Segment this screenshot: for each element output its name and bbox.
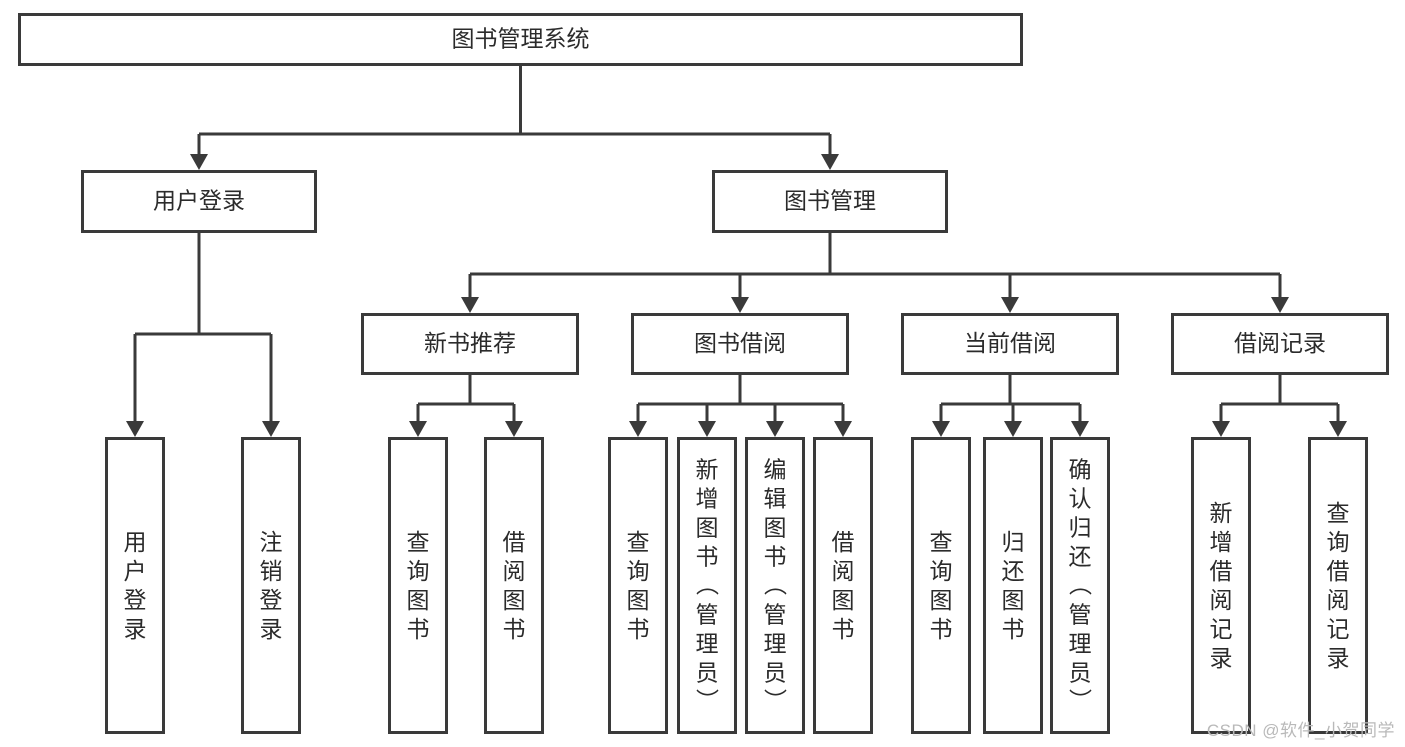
connector-arrow-borrow-query-book-head (629, 421, 647, 437)
node-label-borrow-query-book: 查询图书 (627, 529, 650, 642)
node-box-current-query-book[interactable] (911, 437, 971, 734)
connector-arrow-record-query-head (1329, 421, 1347, 437)
connector-arrow-book-management-head (821, 154, 839, 170)
node-label-record-query: 查询借阅记录 (1327, 500, 1350, 671)
node-borrow-edit-book[interactable]: 编辑图书（管理员） (745, 437, 805, 734)
node-user-login-leaf[interactable]: 用户登录 (105, 437, 165, 734)
node-box-book-management[interactable] (712, 170, 948, 233)
node-label-book-management: 图书管理 (784, 188, 876, 214)
node-box-borrow-edit-book[interactable] (745, 437, 805, 734)
node-label-borrow-add-book: 新增图书（管理员） (696, 457, 720, 715)
connector-arrow-borrow-add-book-head (698, 421, 716, 437)
node-box-borrow-add-book[interactable] (677, 437, 737, 734)
connector-arrow-recommend-borrow-book-head (505, 421, 523, 437)
node-book-borrow[interactable]: 图书借阅 (631, 313, 849, 375)
node-label-current-query-book: 查询图书 (930, 529, 953, 642)
node-borrow-query-book[interactable]: 查询图书 (608, 437, 668, 734)
node-user-logout-leaf[interactable]: 注销登录 (241, 437, 301, 734)
connector-arrow-current-return-book-head (1004, 421, 1022, 437)
node-box-user-login-leaf[interactable] (105, 437, 165, 734)
node-box-borrow-query-book[interactable] (608, 437, 668, 734)
node-record-add[interactable]: 新增借阅记录 (1191, 437, 1251, 734)
connector-arrow-user-login-head (190, 154, 208, 170)
node-box-root[interactable] (18, 13, 1023, 66)
connector-arrow-current-borrow-head (1001, 297, 1019, 313)
node-box-user-login[interactable] (81, 170, 317, 233)
connector-arrow-record-add-head (1212, 421, 1230, 437)
node-borrow-record[interactable]: 借阅记录 (1171, 313, 1389, 375)
connector-arrow-new-book-recommend-head (461, 297, 479, 313)
connector-arrow-current-query-book-head (932, 421, 950, 437)
node-box-new-book-recommend[interactable] (361, 313, 579, 375)
node-box-current-confirm-return[interactable] (1050, 437, 1110, 734)
csdn-watermark: CSDN @软件_小贺同学 (1206, 721, 1395, 740)
connector-arrow-user-logout-leaf-head (262, 421, 280, 437)
node-label-user-login-leaf: 用户登录 (124, 529, 147, 642)
node-recommend-query-book[interactable]: 查询图书 (388, 437, 448, 734)
node-label-new-book-recommend: 新书推荐 (424, 330, 516, 356)
node-box-current-borrow[interactable] (901, 313, 1119, 375)
connector-arrow-recommend-query-book-head (409, 421, 427, 437)
node-root[interactable]: 图书管理系统 (18, 13, 1023, 66)
connector-arrow-borrow-edit-book-head (766, 421, 784, 437)
connector-arrow-user-login-leaf-head (126, 421, 144, 437)
node-current-query-book[interactable]: 查询图书 (911, 437, 971, 734)
node-label-borrow-edit-book: 编辑图书（管理员） (764, 457, 788, 715)
node-box-book-borrow[interactable] (631, 313, 849, 375)
connector-arrow-book-borrow-head (731, 297, 749, 313)
node-label-user-login: 用户登录 (153, 188, 245, 214)
node-box-recommend-query-book[interactable] (388, 437, 448, 734)
node-borrow-borrow-book[interactable]: 借阅图书 (813, 437, 873, 734)
node-current-return-book[interactable]: 归还图书 (983, 437, 1043, 734)
connector-arrow-borrow-record-head (1271, 297, 1289, 313)
node-label-current-return-book: 归还图书 (1002, 529, 1025, 642)
node-label-recommend-borrow-book: 借阅图书 (503, 529, 526, 642)
node-current-confirm-return[interactable]: 确认归还（管理员） (1050, 437, 1110, 734)
connector-arrow-current-confirm-return-head (1071, 421, 1089, 437)
node-box-recommend-borrow-book[interactable] (484, 437, 544, 734)
node-borrow-add-book[interactable]: 新增图书（管理员） (677, 437, 737, 734)
node-box-user-logout-leaf[interactable] (241, 437, 301, 734)
node-user-login[interactable]: 用户登录 (81, 170, 317, 233)
node-recommend-borrow-book[interactable]: 借阅图书 (484, 437, 544, 734)
node-new-book-recommend[interactable]: 新书推荐 (361, 313, 579, 375)
node-box-record-add[interactable] (1191, 437, 1251, 734)
node-label-book-borrow: 图书借阅 (694, 330, 786, 356)
node-label-recommend-query-book: 查询图书 (407, 529, 430, 642)
node-label-user-logout-leaf: 注销登录 (260, 529, 283, 642)
node-label-root: 图书管理系统 (452, 26, 590, 52)
node-record-query[interactable]: 查询借阅记录 (1308, 437, 1368, 734)
node-book-management[interactable]: 图书管理 (712, 170, 948, 233)
node-box-current-return-book[interactable] (983, 437, 1043, 734)
node-current-borrow[interactable]: 当前借阅 (901, 313, 1119, 375)
node-box-borrow-borrow-book[interactable] (813, 437, 873, 734)
node-box-borrow-record[interactable] (1171, 313, 1389, 375)
connector-arrow-borrow-borrow-book-head (834, 421, 852, 437)
node-box-record-query[interactable] (1308, 437, 1368, 734)
node-label-current-borrow: 当前借阅 (964, 330, 1056, 356)
node-label-borrow-record: 借阅记录 (1234, 330, 1326, 356)
node-label-record-add: 新增借阅记录 (1210, 500, 1233, 671)
node-label-current-confirm-return: 确认归还（管理员） (1069, 457, 1093, 715)
node-label-borrow-borrow-book: 借阅图书 (832, 529, 855, 642)
